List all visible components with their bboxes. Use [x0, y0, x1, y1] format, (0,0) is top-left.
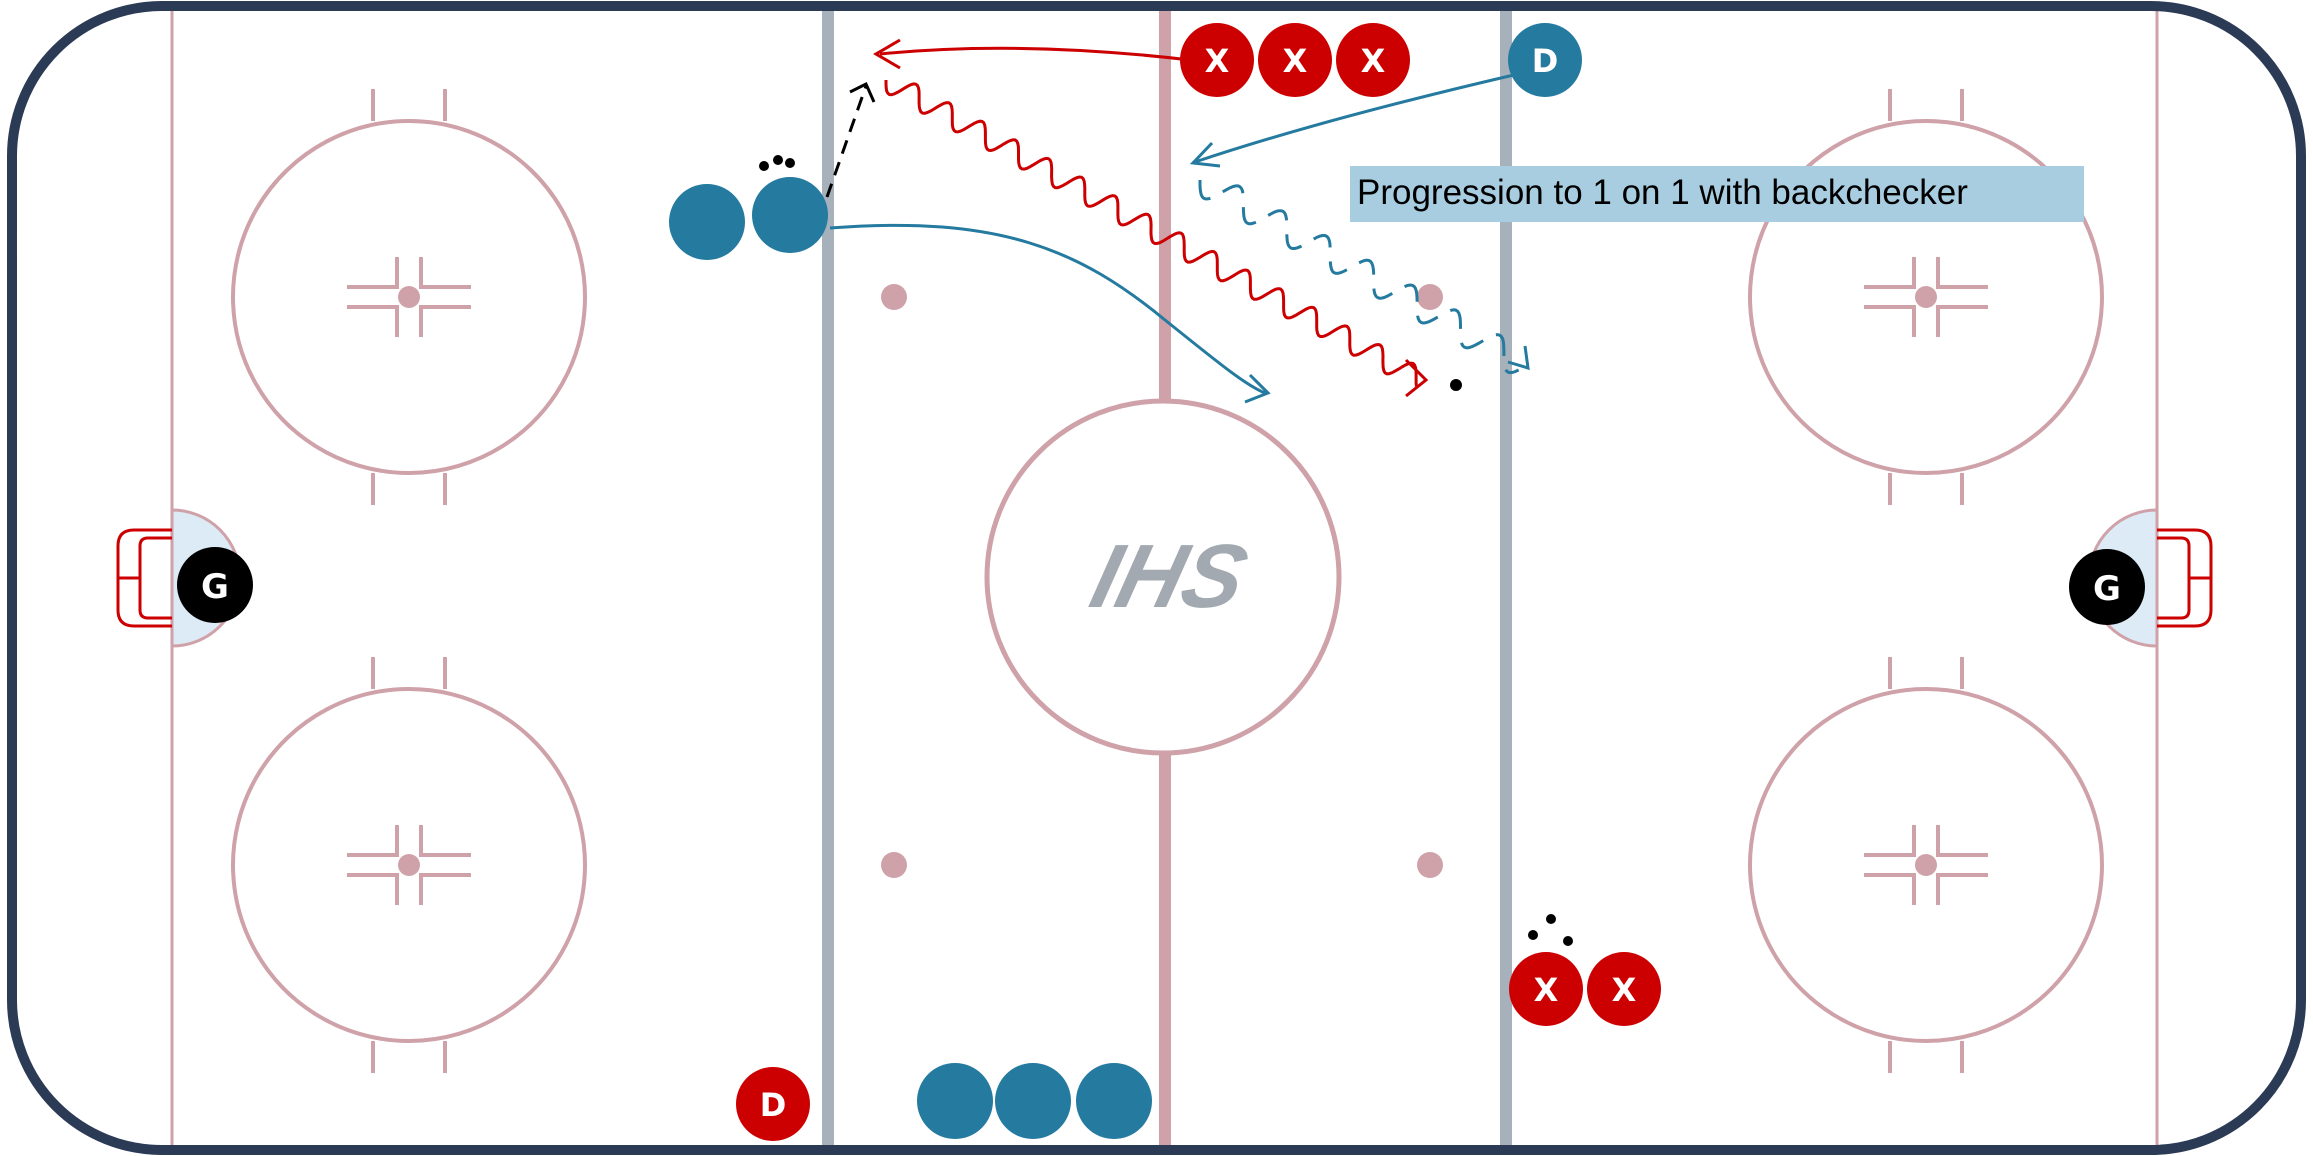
- blue-defense-marker: [1508, 23, 1582, 97]
- players: G G X X X X X D D: [177, 23, 2145, 1141]
- pass-path: [825, 85, 868, 198]
- puck-right-2: [1546, 914, 1556, 924]
- red-forward-3-label: X: [1361, 42, 1386, 80]
- red-stickhandle-path: [884, 80, 1418, 387]
- goalie-right-label: G: [2093, 569, 2121, 609]
- ihs-logo: IHS: [1082, 526, 1257, 626]
- blue-forward-arrowhead: [1244, 373, 1271, 404]
- blue-backcheck-path: [1198, 180, 1520, 375]
- red-defense-marker: [736, 1067, 810, 1141]
- red-forward-4-label: X: [1534, 971, 1559, 1009]
- blue-defense-arrowhead: [1189, 141, 1221, 168]
- red-forward-2-marker: [1258, 23, 1332, 97]
- puck-right-1: [1528, 930, 1538, 940]
- goalie-right-marker: [2069, 549, 2145, 625]
- red-skate-path: [879, 46, 1191, 62]
- blue-backcheck-arrowhead: [1507, 345, 1530, 371]
- red-forward-1-marker: [1180, 23, 1254, 97]
- blue-defense-label: D: [1532, 42, 1559, 80]
- faceoff-circle-bottom-right: [1748, 657, 2104, 1073]
- net-left: [116, 528, 172, 628]
- net-right: [2157, 528, 2213, 628]
- red-forward-5-marker: [1587, 952, 1661, 1026]
- drill-caption: Progression to 1 on 1 with backchecker: [1357, 173, 1968, 212]
- red-forward-2-label: X: [1283, 42, 1308, 80]
- faceoff-circle-top-left: [231, 89, 587, 505]
- puck-center: [1450, 379, 1462, 391]
- blue-forward-1-marker: [669, 184, 745, 260]
- faceoff-circle-bottom-left: [231, 657, 587, 1073]
- blue-forward-2-marker: [752, 177, 828, 253]
- neutral-dot-bottom-left: [881, 852, 907, 878]
- neutral-dot-top-left: [881, 284, 907, 310]
- caption-background: [1350, 166, 2084, 222]
- center-faceoff-circle: [984, 398, 1342, 756]
- goalie-left-label: G: [201, 567, 229, 607]
- blue-forward-3-marker: [917, 1063, 993, 1139]
- blue-forward-5-marker: [1076, 1063, 1152, 1139]
- blue-forward-skate-path: [829, 223, 1266, 395]
- rink-boards: [7, 1, 2306, 1155]
- neutral-dot-bottom-right: [1417, 852, 1443, 878]
- pass-arrowhead: [849, 81, 876, 103]
- puck-left-1: [759, 161, 769, 171]
- red-skate-arrowhead: [873, 38, 901, 70]
- pucks: [759, 155, 1573, 946]
- neutral-dot-top-right: [1417, 284, 1443, 310]
- faceoff-circle-top-right: [1748, 89, 2104, 505]
- red-defense-label: D: [760, 1086, 787, 1124]
- movement-paths: [825, 38, 1530, 404]
- blue-forward-4-marker: [995, 1063, 1071, 1139]
- red-forward-1-label: X: [1205, 42, 1230, 80]
- red-forward-5-label: X: [1612, 971, 1637, 1009]
- puck-left-3: [785, 158, 795, 168]
- red-stickhandle-arrowhead: [1404, 358, 1429, 398]
- puck-left-2: [773, 155, 783, 165]
- red-forward-3-marker: [1336, 23, 1410, 97]
- blue-defense-skate-path: [1194, 72, 1519, 164]
- red-forward-4-marker: [1509, 952, 1583, 1026]
- puck-right-3: [1563, 936, 1573, 946]
- goalie-left-marker: [177, 547, 253, 623]
